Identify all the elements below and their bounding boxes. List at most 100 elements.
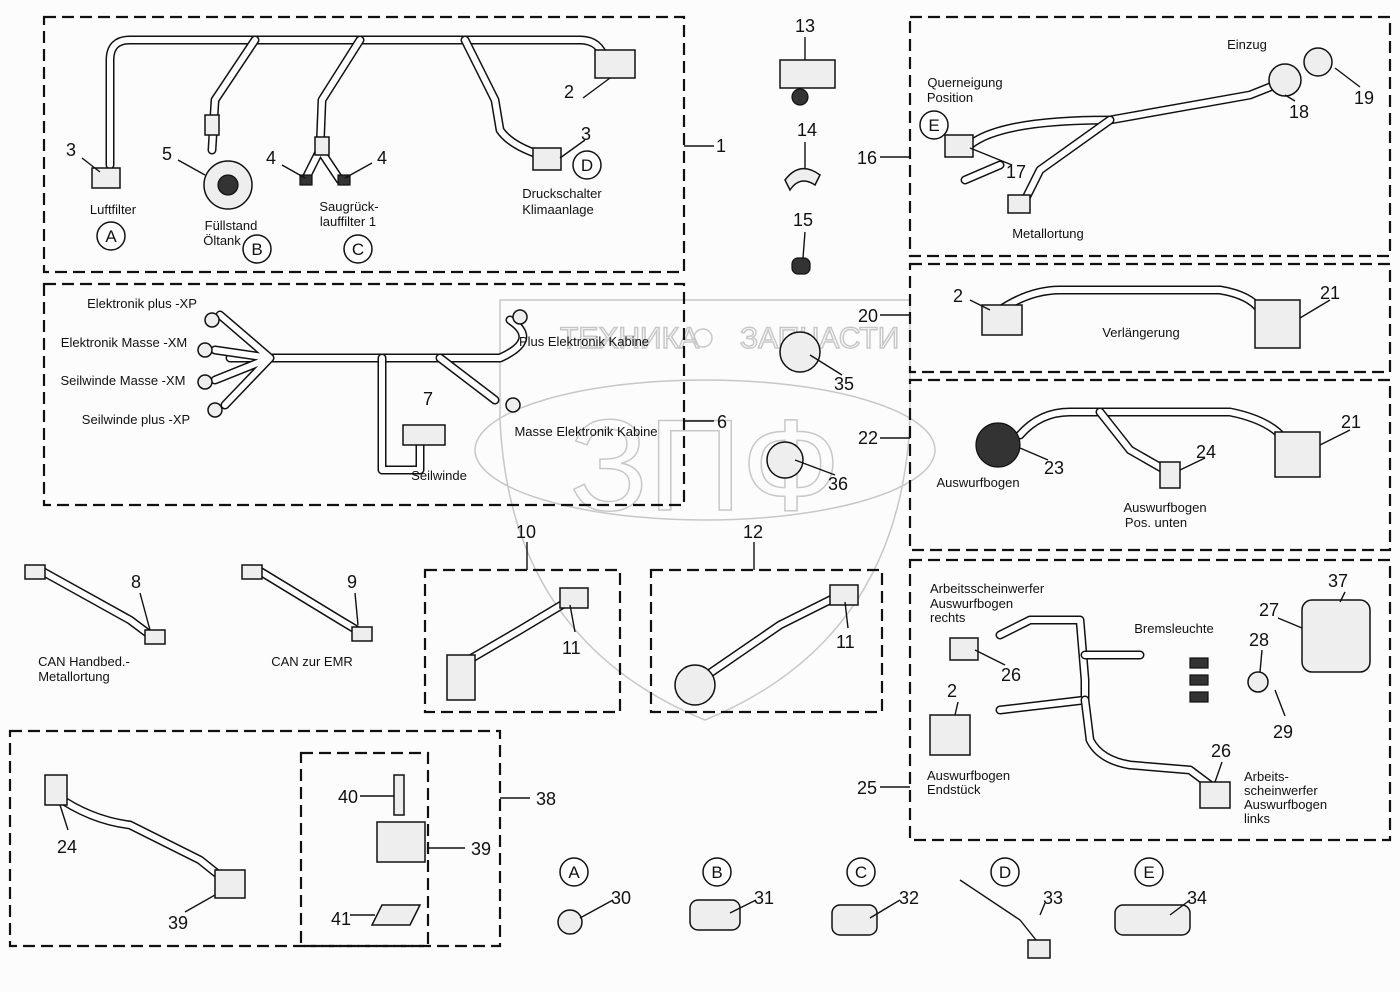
- callout-n30: 30: [611, 888, 631, 908]
- ring-terminal: [512, 309, 528, 325]
- cable: [437, 355, 498, 403]
- callout-n24a: 24: [1196, 442, 1216, 462]
- socket-18: [1268, 63, 1302, 97]
- label-quer-2: Position: [927, 90, 973, 105]
- letter-e-bottom: E: [1143, 863, 1154, 882]
- box-kit-39: [299, 751, 430, 948]
- socket-12: [674, 664, 716, 706]
- cable: [1097, 409, 1168, 473]
- box-part-12: [649, 568, 884, 714]
- group-boxes: [8, 15, 1392, 948]
- box-kit-38: [8, 729, 502, 948]
- sensor-32: [831, 904, 878, 936]
- cable: [962, 162, 1003, 183]
- label-einzug: Einzug: [1227, 37, 1267, 52]
- terminal: [1189, 691, 1209, 703]
- parts: [24, 47, 1371, 959]
- callout-n36: 36: [828, 474, 848, 494]
- box-harness-16: [908, 15, 1392, 258]
- label-can-hand-1: CAN Handbed.-: [38, 654, 130, 669]
- sensor-19: [1303, 47, 1333, 77]
- label-quer-1: Querneigung: [927, 75, 1002, 90]
- connector-21: [1254, 299, 1301, 349]
- sensor-31: [689, 899, 741, 931]
- circle-a-bottom: [559, 857, 589, 887]
- sensor-35: [779, 331, 821, 373]
- label-fuellstand-2: Öltank: [203, 233, 241, 248]
- sensor-metal: [1007, 194, 1031, 214]
- cable: [227, 317, 526, 361]
- box-harness-22: [908, 378, 1392, 552]
- cable: [1017, 409, 1288, 443]
- label-sw-plus: Seilwinde plus -XP: [82, 412, 190, 427]
- connector-21b: [1274, 431, 1321, 478]
- label-el-masse: Elektronik Masse -XM: [61, 335, 187, 350]
- callout-n34: 34: [1187, 888, 1207, 908]
- watermark-oval: [474, 379, 936, 521]
- label-druck-2: Klimaanlage: [522, 202, 594, 217]
- label-seilwinde: Seilwinde: [411, 468, 467, 483]
- connector-26: [949, 637, 979, 661]
- socket-5-core: [217, 174, 239, 196]
- callout-n2b: 2: [953, 286, 963, 306]
- cable: [107, 37, 608, 168]
- plug-8b: [144, 629, 166, 645]
- label-saug-1: Saugrück-: [319, 199, 378, 214]
- callout-n22: 22: [858, 428, 878, 448]
- connector-17: [944, 134, 974, 158]
- watermark-text-left: ТЕХНИКА: [560, 322, 699, 355]
- label-druck-1: Druckschalter: [522, 186, 602, 201]
- label-aw-rechts-3: rechts: [930, 610, 966, 625]
- terminal-4a: [299, 174, 313, 186]
- label-luftfilter: Luftfilter: [90, 202, 137, 217]
- callout-n6: 6: [717, 412, 727, 432]
- connector-11: [559, 587, 589, 609]
- cable: [317, 37, 363, 153]
- callout-n19: 19: [1354, 88, 1374, 108]
- callout-n10: 10: [516, 522, 536, 542]
- label-ausw-pos-1: Auswurfbogen: [1123, 500, 1206, 515]
- connector-39b: [214, 869, 246, 899]
- callout-n35: 35: [834, 374, 854, 394]
- callout-n23: 23: [1044, 458, 1064, 478]
- terminal-4b: [337, 174, 351, 186]
- label-sw-masse: Seilwinde Masse -XM: [61, 373, 186, 388]
- gasket-41: [370, 904, 422, 926]
- callout-n16: 16: [857, 148, 877, 168]
- callout-n2a: 2: [564, 82, 574, 102]
- cable: [697, 592, 843, 683]
- sensor-34: [1114, 904, 1191, 936]
- circle-b-bottom: [702, 857, 732, 887]
- callout-n2c: 2: [947, 681, 957, 701]
- callout-n31: 31: [754, 888, 774, 908]
- label-aw-rechts-1: Arbeitsscheinwerfer: [930, 581, 1045, 596]
- ring-terminal: [505, 397, 521, 413]
- letter-c-bottom: C: [855, 863, 867, 882]
- callout-n20: 20: [858, 306, 878, 326]
- cable: [1082, 652, 1213, 788]
- label-auswurfbogen: Auswurfbogen: [936, 475, 1019, 490]
- plug-8a: [24, 564, 46, 580]
- label-can-emr: CAN zur EMR: [271, 654, 353, 669]
- cable-outline: [105, 35, 610, 170]
- cable-outline: [377, 353, 425, 475]
- callout-n21a: 21: [1320, 283, 1340, 303]
- cable: [457, 597, 573, 668]
- circle-e: [919, 110, 949, 140]
- connector-3: [91, 167, 121, 189]
- terminal: [1189, 657, 1209, 669]
- callout-n28: 28: [1249, 630, 1269, 650]
- label-ausw-pos-2: Pos. unten: [1125, 515, 1187, 530]
- label-bremsleuchte: Bremsleuchte: [1134, 621, 1213, 636]
- callout-n13: 13: [795, 16, 815, 36]
- connector-2: [594, 49, 636, 79]
- callout-n32: 32: [899, 888, 919, 908]
- cable: [212, 312, 273, 408]
- text-labels: LuftfilterFüllstandÖltankSaugrück-lauffi…: [38, 37, 1327, 826]
- label-aw-links-3: Auswurfbogen: [1244, 797, 1327, 812]
- cable: [37, 567, 153, 638]
- cables: [35, 35, 1290, 885]
- callout-n4b: 4: [377, 148, 387, 168]
